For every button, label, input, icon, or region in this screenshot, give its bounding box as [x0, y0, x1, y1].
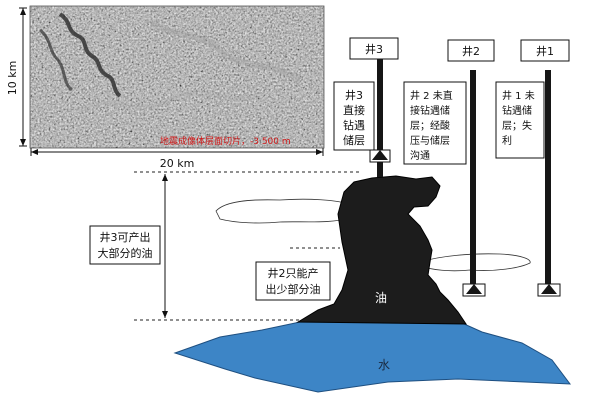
oil-body: [296, 175, 467, 325]
water-body: [173, 319, 572, 393]
well2-note-line1: 井 2 未直: [410, 89, 453, 102]
well2-note-box: [403, 81, 467, 165]
well3-note-line2: 直接: [343, 103, 365, 117]
well1-note-line1: 井 1 未: [502, 89, 535, 102]
seismic-image: [29, 5, 325, 149]
well3-production-line1: 井3可产出: [100, 230, 151, 244]
well2-bit: [466, 284, 482, 294]
well1-note-line2: 钻遇储: [502, 104, 532, 117]
width-label: 20 km: [160, 157, 195, 170]
well3-production-box: [89, 225, 161, 265]
oil-label: 油: [375, 291, 387, 305]
well3-note-box: [333, 81, 375, 151]
well2-production-line2: 出少部分油: [266, 282, 321, 296]
oil-column-dimension: [162, 174, 168, 318]
well2-note-line5: 沟通: [410, 149, 430, 162]
height-label: 10 km: [6, 61, 19, 96]
well2-note-line3: 层；经酸: [410, 119, 450, 132]
width-dimension: [30, 148, 324, 156]
well1-header: [520, 39, 570, 62]
well2-label: 井2: [462, 44, 480, 58]
well2-note-line2: 接钻遇储: [410, 104, 450, 117]
height-dimension: [19, 7, 27, 147]
well3-shaft: [377, 59, 383, 177]
well1-label: 井1: [536, 44, 554, 58]
well3-header: [349, 37, 399, 60]
well3-note-line3: 钻遇: [343, 118, 365, 132]
well1-note-box: [495, 81, 545, 159]
well3-label: 井3: [365, 42, 383, 56]
horizon-lines: [134, 171, 360, 321]
well3-production-line2: 大部分的油: [98, 246, 153, 260]
well2-note-line4: 压与储层: [410, 134, 450, 147]
well3-bit: [372, 150, 388, 160]
well1-shaft: [545, 70, 551, 284]
well1-bit: [541, 284, 557, 294]
well1-note-line4: 利: [502, 135, 512, 147]
cap-rock-left: [215, 198, 351, 224]
well3-note-line4: 储层: [343, 133, 365, 147]
water-label: 水: [378, 358, 390, 372]
seismic-caption: 地震成像体层面切片，-3 500 m: [160, 135, 291, 147]
well2-shaft: [470, 70, 476, 284]
well2-production-box: [255, 261, 331, 301]
well3-note-line1: 井3: [345, 88, 363, 102]
well2-production-line1: 井2只能产: [268, 266, 319, 280]
well2-header: [447, 39, 495, 62]
well1-note-line3: 层；失: [502, 119, 532, 132]
